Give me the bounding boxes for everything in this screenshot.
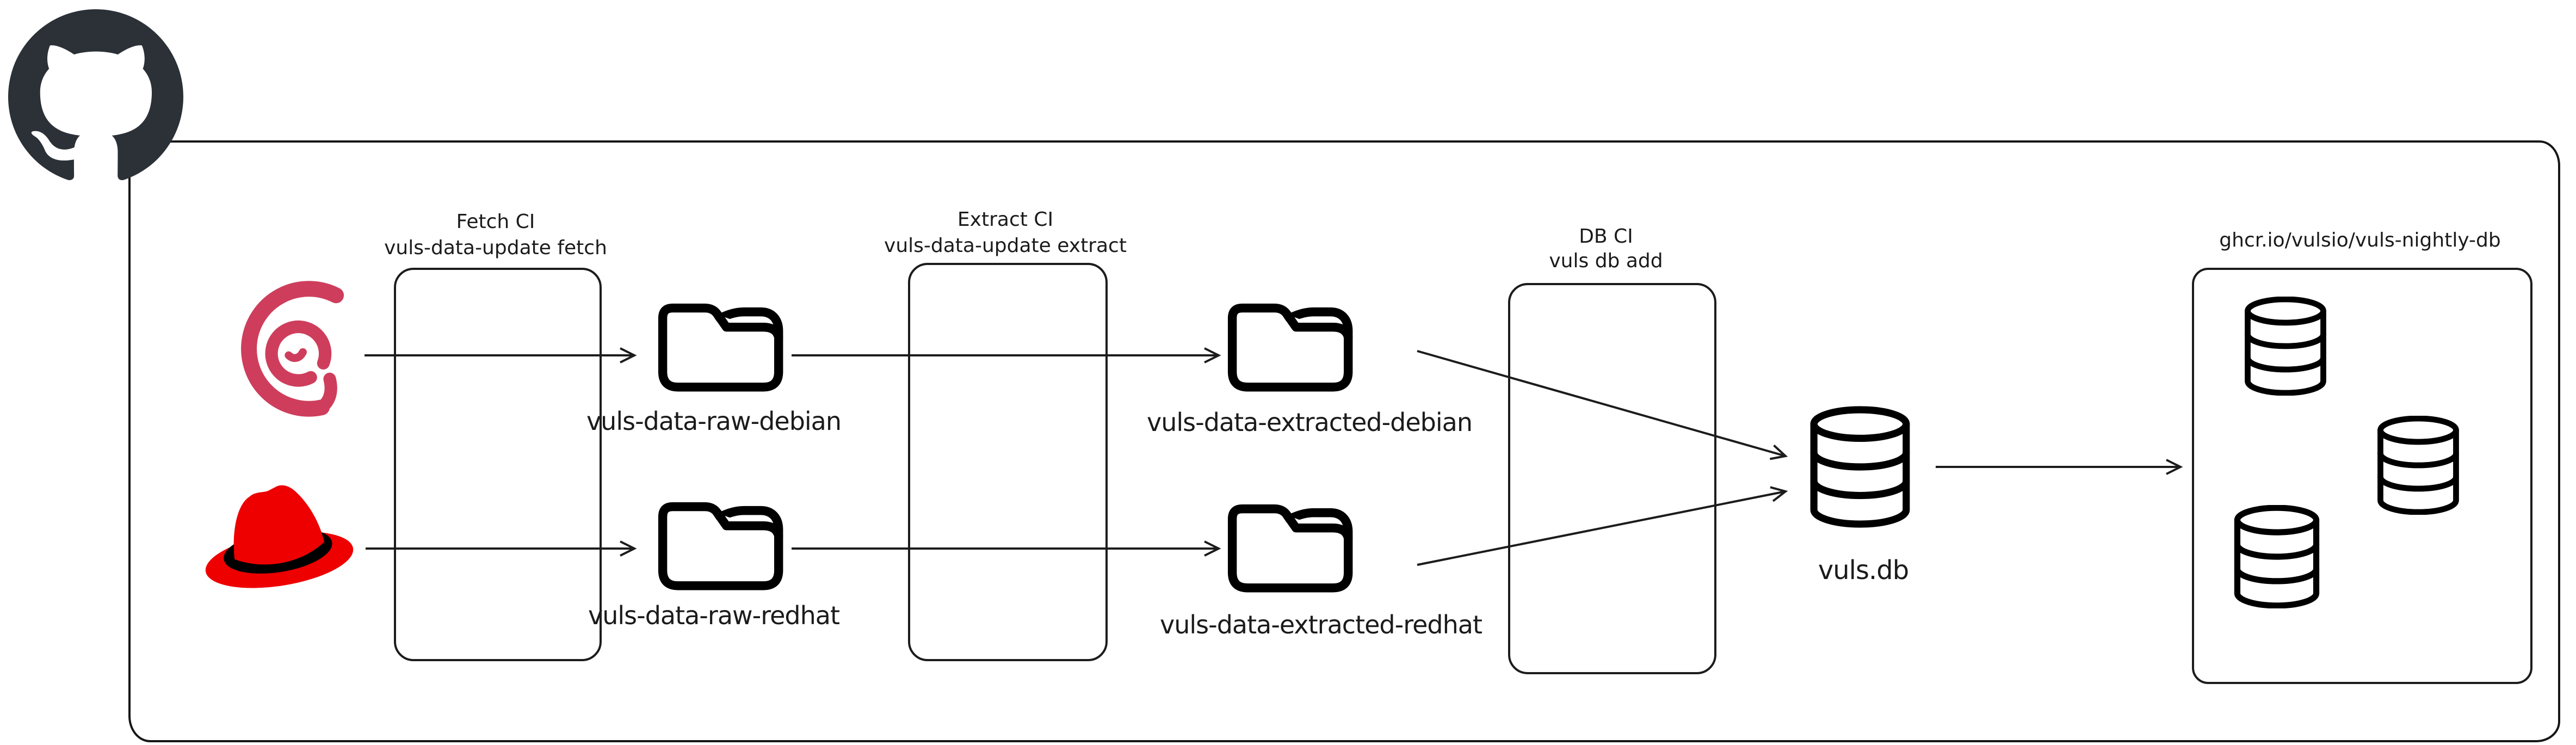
folder-icon-raw-debian [658,303,783,392]
debian-logo-icon [241,281,344,417]
fetch-ci-label: Fetch CI vuls-data-update fetch [332,209,659,261]
extract-ci-subtitle: vuls-data-update extract [884,235,1127,257]
folder-icon-extracted-debian [1227,303,1353,392]
fetch-ci-subtitle: vuls-data-update fetch [384,237,607,259]
db-ci-subtitle: vuls db add [1549,250,1663,272]
database-icon-registry-2 [2377,416,2459,515]
redhat-logo-icon [205,485,354,588]
extract-ci-label: Extract CI vuls-data-update extract [842,207,1169,259]
raw-redhat-label: vuls-data-raw-redhat [588,601,840,630]
folder-icon-extracted-redhat [1227,504,1353,593]
fetch-ci-box [394,268,602,661]
db-ci-label: DB CI vuls db add [1443,224,1769,273]
registry-title: ghcr.io/vulsio/vuls-nightly-db [2219,229,2501,251]
extracted-debian-label: vuls-data-extracted-debian [1146,408,1473,437]
vuls-db-label: vuls.db [1818,555,1909,586]
db-ci-box [1508,283,1716,674]
registry-label: ghcr.io/vulsio/vuls-nightly-db [2170,227,2550,254]
fetch-ci-title: Fetch CI [456,211,535,233]
db-ci-title: DB CI [1579,225,1633,248]
folder-icon-raw-redhat [658,502,783,590]
extracted-redhat-label: vuls-data-extracted-redhat [1160,610,1482,639]
database-icon-vuls-db [1810,406,1910,528]
github-logo-icon [8,9,183,181]
extract-ci-box [908,263,1108,661]
database-icon-registry-1 [2245,297,2326,396]
database-icon-registry-3 [2234,505,2320,608]
raw-debian-label: vuls-data-raw-debian [586,407,842,436]
extract-ci-title: Extract CI [957,208,1054,231]
